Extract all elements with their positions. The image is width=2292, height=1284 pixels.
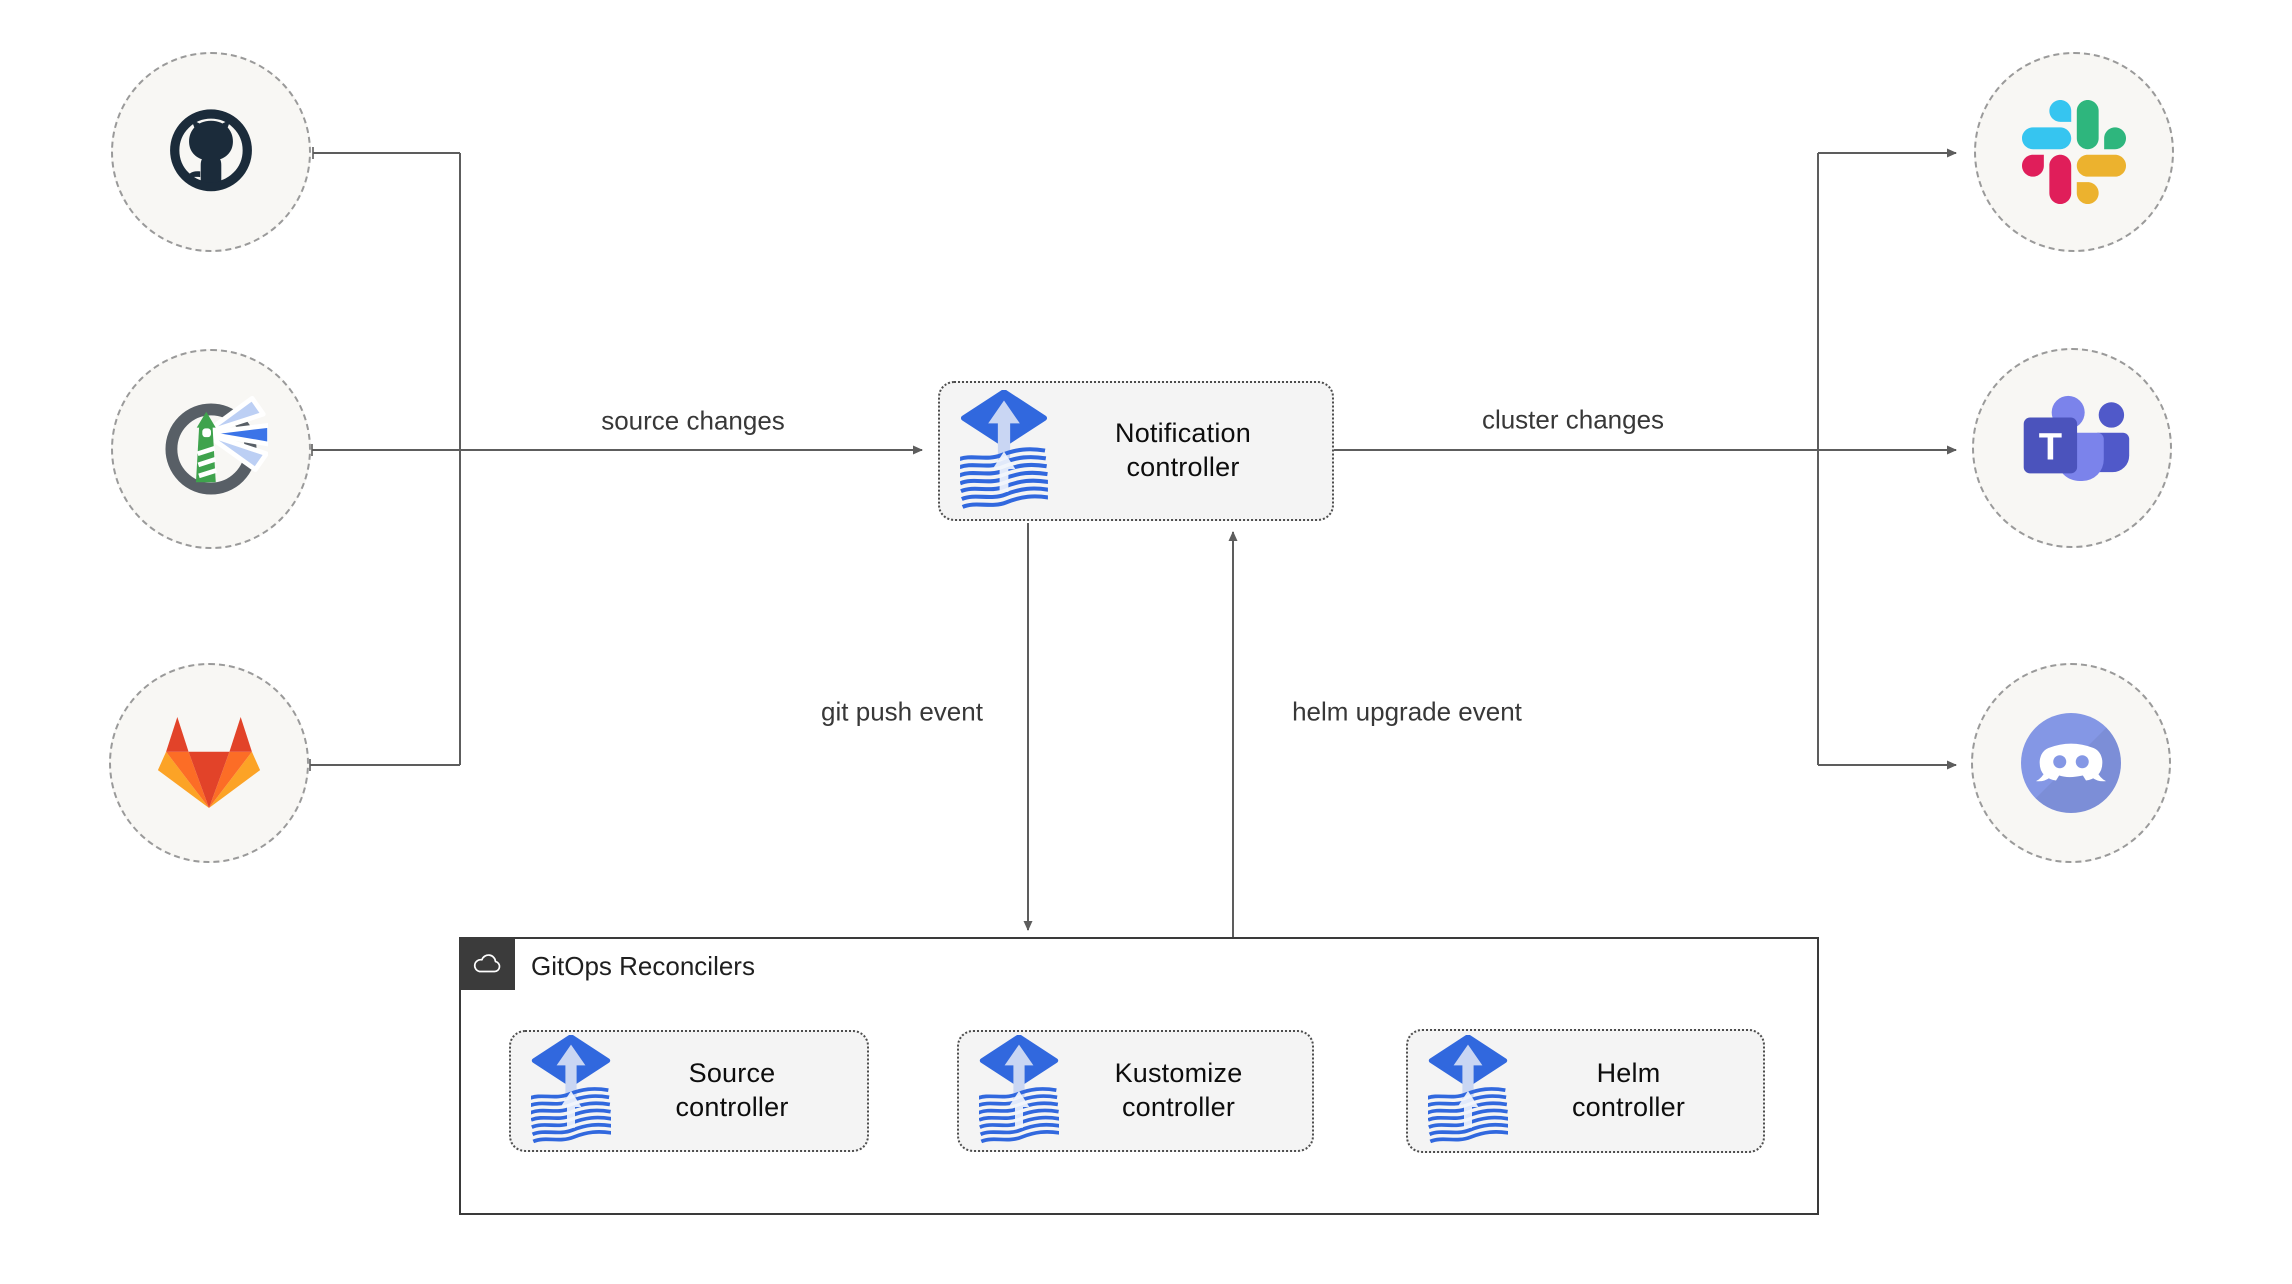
notification-controller-label: Notification controller <box>1115 418 1251 482</box>
edge-label-helm-upgrade-event: helm upgrade event <box>1292 696 1522 727</box>
flux-icon <box>979 1035 1059 1147</box>
discord-icon <box>2021 713 2122 814</box>
group-title: GitOps Reconcilers <box>531 951 755 981</box>
svg-text:T: T <box>2039 425 2062 468</box>
node-microsoft-teams[interactable]: T <box>1972 348 2172 548</box>
node-gitlab[interactable] <box>109 663 309 863</box>
cloud-icon <box>473 953 501 972</box>
github-icon <box>170 109 252 192</box>
group-badge <box>459 937 515 990</box>
node-helm-controller[interactable]: Helm controller <box>1406 1029 1765 1153</box>
flux-icon <box>960 390 1048 513</box>
gitlab-icon <box>157 717 261 808</box>
node-harbor[interactable] <box>111 349 311 549</box>
kustomize-controller-label: Kustomize controller <box>1114 1058 1243 1122</box>
slack-icon <box>2022 100 2126 204</box>
node-slack[interactable] <box>1974 52 2174 252</box>
group-gitops-reconcilers[interactable]: GitOps Reconcilers Source controller Kus… <box>459 937 1819 1215</box>
node-notification-controller[interactable]: Notification controller <box>938 381 1334 521</box>
edge-label-source-changes: source changes <box>601 405 785 436</box>
node-kustomize-controller[interactable]: Kustomize controller <box>957 1030 1314 1152</box>
helm-controller-label: Helm controller <box>1571 1058 1686 1122</box>
microsoft-teams-icon: T <box>2023 395 2130 482</box>
edge-label-cluster-changes: cluster changes <box>1481 404 1665 435</box>
edge-label-git-push-event: git push event <box>821 696 983 727</box>
source-controller-label: Source controller <box>675 1058 789 1122</box>
node-source-controller[interactable]: Source controller <box>509 1030 869 1152</box>
harbor-icon <box>165 395 268 495</box>
node-github[interactable] <box>111 52 311 252</box>
flux-icon <box>531 1035 611 1147</box>
flux-icon <box>1428 1035 1508 1147</box>
node-discord[interactable] <box>1971 663 2171 863</box>
